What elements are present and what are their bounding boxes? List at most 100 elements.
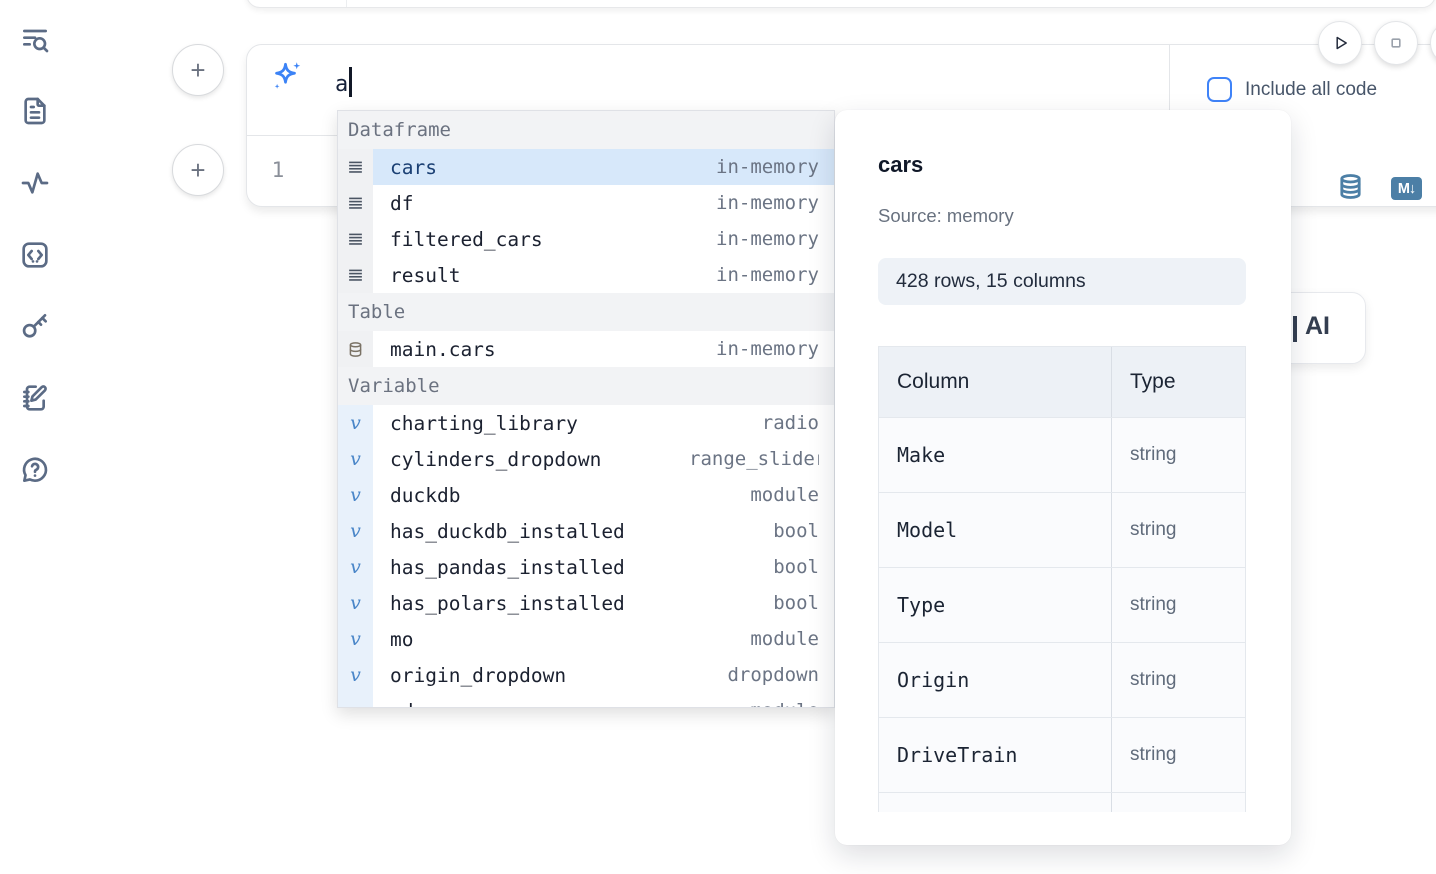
include-all-code-label: Include all code bbox=[1245, 79, 1378, 100]
column-name-cell bbox=[879, 793, 1112, 812]
completion-item-gutter: v bbox=[338, 477, 373, 513]
schema-row: Type string bbox=[879, 567, 1245, 642]
completion-item-gutter bbox=[338, 185, 373, 221]
code-snippets-icon[interactable] bbox=[19, 239, 51, 271]
markdown-export-icon[interactable]: M↓ bbox=[1391, 177, 1422, 200]
database-icon[interactable] bbox=[1336, 172, 1365, 201]
shape-badge: 428 rows, 15 columns bbox=[878, 258, 1246, 305]
completion-item-gutter: v bbox=[338, 585, 373, 621]
completion-item-gutter: v bbox=[338, 657, 373, 693]
dataframe-rows-icon bbox=[349, 269, 362, 281]
completion-item-label: duckdb bbox=[390, 483, 461, 507]
completion-item-label: cylinders_dropdown bbox=[390, 447, 602, 471]
column-type-cell: string bbox=[1130, 594, 1177, 615]
completion-item-type: range_slider bbox=[689, 448, 819, 470]
completion-item-type: in-memory bbox=[716, 228, 819, 250]
completion-section-header: Dataframe bbox=[338, 111, 834, 149]
column-name-cell: Column bbox=[879, 347, 1112, 417]
completion-item-label: charting_library bbox=[390, 411, 578, 435]
column-type-cell: string bbox=[1130, 519, 1177, 540]
column-type-cell: string bbox=[1130, 744, 1177, 765]
completion-item[interactable]: filtered_cars in-memory bbox=[338, 221, 834, 257]
completion-item-label: origin_dropdown bbox=[390, 663, 567, 687]
variable-icon: v bbox=[350, 520, 361, 542]
variable-icon: v bbox=[350, 592, 361, 614]
completion-item-main: charting_library radio bbox=[373, 405, 834, 441]
completion-item-type: radio bbox=[761, 412, 819, 434]
completion-item-type: module bbox=[750, 700, 819, 707]
completion-item-main: df in-memory bbox=[373, 185, 834, 221]
include-all-code-checkbox[interactable] bbox=[1207, 77, 1232, 102]
add-cell-button[interactable]: + bbox=[172, 144, 224, 196]
completion-item-type: bool bbox=[773, 592, 819, 614]
completion-item-main: cylinders_dropdown range_slider bbox=[373, 441, 834, 477]
ai-prompt-input[interactable]: a bbox=[335, 67, 352, 97]
schema-row: Model string bbox=[879, 492, 1245, 567]
previous-cell bbox=[246, 0, 1436, 8]
completion-item[interactable]: v origin_dropdown dropdown bbox=[338, 657, 834, 693]
add-cell-button[interactable]: + bbox=[172, 44, 224, 96]
completion-item-label: mo bbox=[390, 627, 414, 651]
column-name-cell: Type bbox=[879, 568, 1112, 642]
file-search-icon[interactable] bbox=[19, 23, 51, 55]
completion-item-gutter: v bbox=[338, 405, 373, 441]
completion-item[interactable]: v pd module bbox=[338, 693, 834, 708]
schema-header-row: Column Type bbox=[879, 347, 1245, 417]
help-icon[interactable] bbox=[19, 454, 51, 486]
completion-item-main: pd module bbox=[373, 693, 834, 708]
run-cell-button[interactable] bbox=[1318, 21, 1362, 65]
completion-item-gutter: v bbox=[338, 621, 373, 657]
completion-item-main: filtered_cars in-memory bbox=[373, 221, 834, 257]
completion-item-type: in-memory bbox=[716, 338, 819, 360]
column-type-cell: Type bbox=[1130, 370, 1176, 393]
column-name-cell: Model bbox=[879, 493, 1112, 567]
scratchpad-icon[interactable] bbox=[19, 382, 51, 414]
completion-item-label: result bbox=[390, 263, 461, 287]
completion-item-label: has_pandas_installed bbox=[390, 555, 625, 579]
completion-item-type: dropdown bbox=[727, 664, 819, 686]
document-icon[interactable] bbox=[19, 95, 51, 127]
completion-item-gutter: v bbox=[338, 693, 373, 707]
column-name-cell: Origin bbox=[879, 643, 1112, 717]
completion-item-gutter bbox=[338, 221, 373, 257]
completion-item-type: in-memory bbox=[716, 264, 819, 286]
completion-item-type: in-memory bbox=[716, 156, 819, 178]
completion-item-main: origin_dropdown dropdown bbox=[373, 657, 834, 693]
completion-item-label: pd bbox=[390, 700, 413, 708]
dataframe-rows-icon bbox=[349, 233, 362, 245]
completion-item-main: result in-memory bbox=[373, 257, 834, 293]
completion-item[interactable]: df in-memory bbox=[338, 185, 834, 221]
activity-icon[interactable] bbox=[19, 167, 51, 199]
ai-button-label: AI bbox=[1305, 312, 1330, 340]
line-number: 1 bbox=[271, 158, 285, 182]
completion-item-label: df bbox=[390, 191, 414, 215]
completion-item-label: filtered_cars bbox=[390, 227, 543, 251]
clipped-text-fragment bbox=[1293, 316, 1297, 342]
completion-item-gutter bbox=[338, 257, 373, 293]
key-icon[interactable] bbox=[19, 310, 51, 342]
completion-item-type: module bbox=[750, 628, 819, 650]
completion-item-label: has_duckdb_installed bbox=[390, 519, 625, 543]
completion-item[interactable]: result in-memory bbox=[338, 257, 834, 293]
completion-item-type: in-memory bbox=[716, 192, 819, 214]
completion-item[interactable]: v charting_library radio bbox=[338, 405, 834, 441]
column-name-cell: Make bbox=[879, 418, 1112, 492]
stop-button[interactable] bbox=[1374, 21, 1418, 65]
completion-item-gutter bbox=[338, 149, 373, 185]
